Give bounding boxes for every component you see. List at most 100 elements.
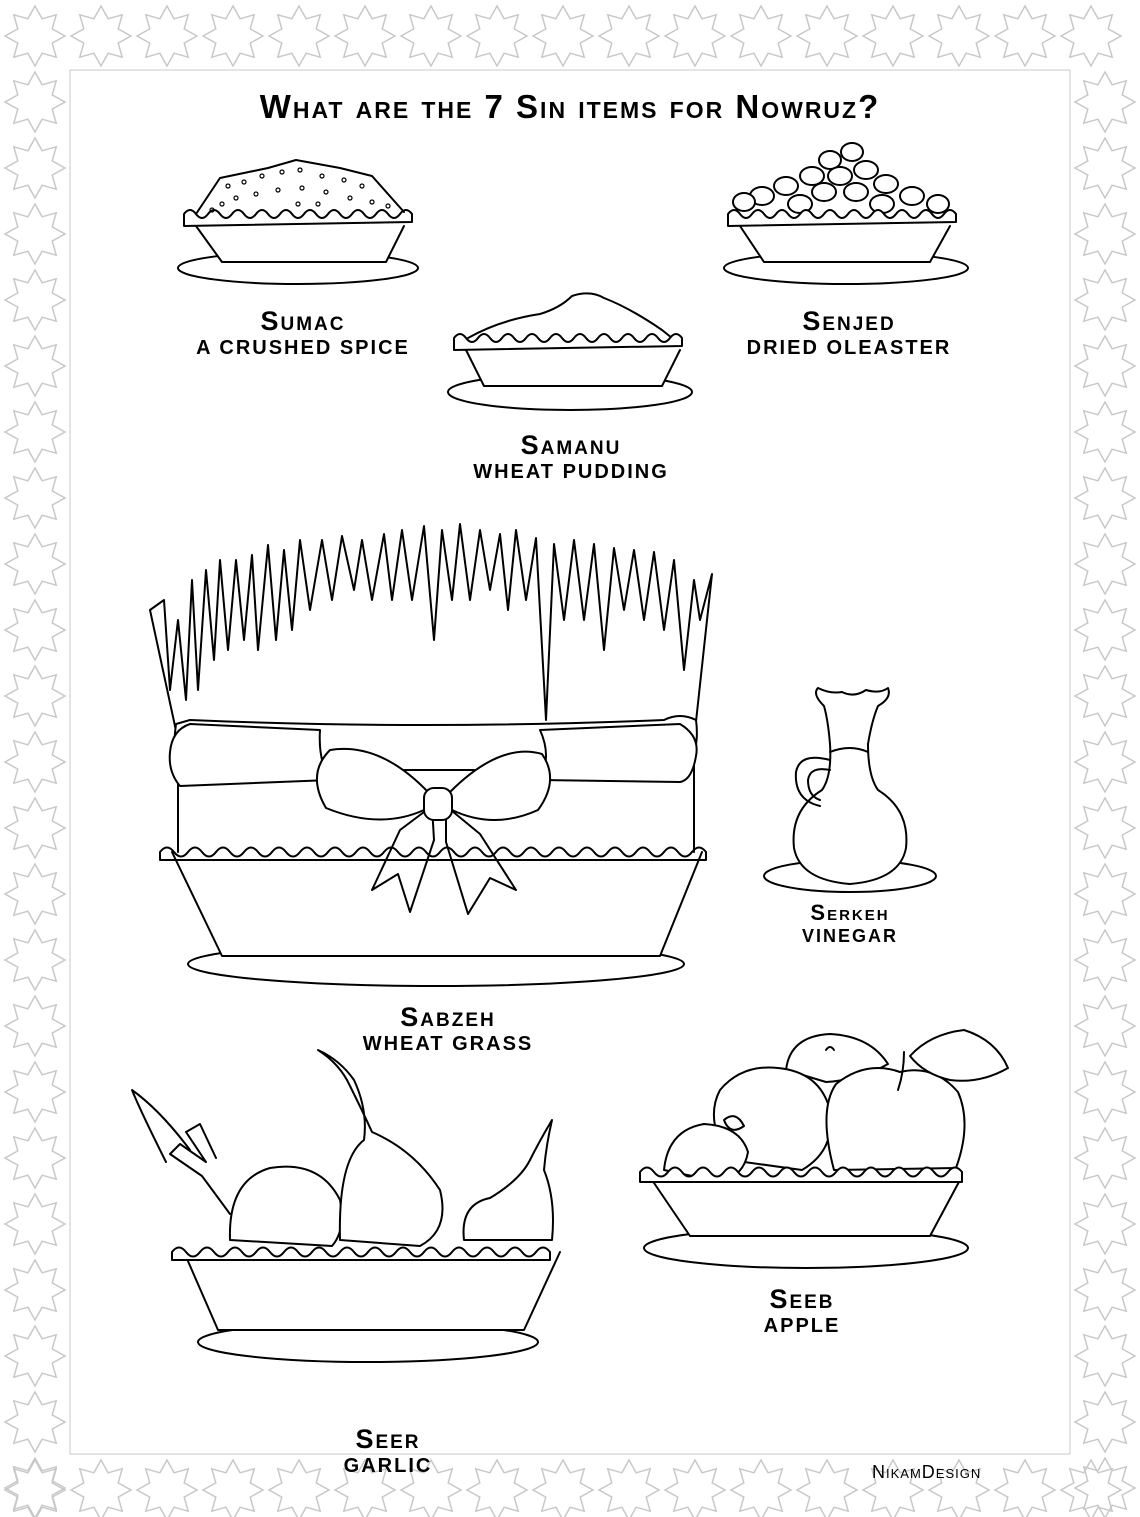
item-desc: A CRUSHED SPICE bbox=[196, 337, 410, 359]
border-star bbox=[927, 4, 991, 68]
item-desc: WHEAT PUDDING bbox=[473, 461, 669, 483]
item-label-seeb: Seeb APPLE bbox=[722, 1284, 882, 1337]
border-star bbox=[993, 1458, 1057, 1517]
border-star bbox=[1073, 1456, 1137, 1517]
border-star bbox=[993, 4, 1057, 68]
item-desc: APPLE bbox=[763, 1315, 841, 1337]
border-star bbox=[1073, 730, 1137, 794]
border-star bbox=[1059, 1458, 1123, 1517]
border-star bbox=[861, 4, 925, 68]
item-label-samanu: Samanu WHEAT PUDDING bbox=[446, 432, 696, 483]
item-label-senjed: Senjed DRIED OLEASTER bbox=[724, 306, 974, 359]
wheat-grass-basket-icon bbox=[149, 523, 713, 987]
border-star bbox=[333, 1458, 397, 1517]
border-frame bbox=[69, 69, 1071, 1455]
credit-signature: NikamDesign bbox=[872, 1462, 982, 1482]
border-star bbox=[1073, 1258, 1137, 1322]
border-star bbox=[795, 1458, 859, 1517]
border-star bbox=[1073, 334, 1137, 398]
border-star bbox=[1059, 4, 1123, 68]
border-star bbox=[1073, 1324, 1137, 1388]
border-star bbox=[3, 1324, 67, 1388]
border-star bbox=[1073, 1390, 1137, 1454]
border-star bbox=[3, 202, 67, 266]
item-label-seer: Seer GARLIC bbox=[308, 1424, 468, 1477]
border-star bbox=[267, 4, 331, 68]
border-star bbox=[3, 70, 67, 134]
border-star bbox=[3, 928, 67, 992]
border-star bbox=[1073, 268, 1137, 332]
border-star bbox=[3, 466, 67, 530]
item-name: Seeb bbox=[769, 1284, 835, 1314]
item-name: Sumac bbox=[260, 306, 346, 336]
senjed-bowl-icon bbox=[723, 142, 969, 285]
item-desc: DRIED OLEASTER bbox=[746, 337, 952, 359]
border-star bbox=[597, 1458, 661, 1517]
item-label-sumac: Sumac A CRUSHED SPICE bbox=[178, 306, 428, 359]
border-star bbox=[465, 4, 529, 68]
item-name: Sabzeh bbox=[400, 1002, 496, 1032]
border-star bbox=[69, 4, 133, 68]
border-star bbox=[1073, 928, 1137, 992]
border-star bbox=[399, 4, 463, 68]
samanu-bowl-icon bbox=[447, 292, 693, 411]
border-star bbox=[3, 1060, 67, 1124]
border-star bbox=[3, 730, 67, 794]
border-star bbox=[1073, 400, 1137, 464]
border-star bbox=[1073, 202, 1137, 266]
border-star bbox=[531, 1458, 595, 1517]
border-star bbox=[729, 1458, 793, 1517]
border-star bbox=[3, 1258, 67, 1322]
border-star bbox=[1073, 532, 1137, 596]
border-star bbox=[1073, 136, 1137, 200]
border-star bbox=[3, 4, 67, 68]
border-star bbox=[1073, 994, 1137, 1058]
border-star bbox=[927, 1458, 991, 1517]
border-star bbox=[531, 4, 595, 68]
border-star bbox=[333, 4, 397, 68]
item-name: Seer bbox=[355, 1424, 421, 1454]
item-desc: GARLIC bbox=[343, 1455, 433, 1477]
item-desc: VINEGAR bbox=[801, 926, 898, 946]
border-star bbox=[1073, 1192, 1137, 1256]
border-star bbox=[3, 994, 67, 1058]
border-star bbox=[861, 1458, 925, 1517]
border-star bbox=[1073, 664, 1137, 728]
border-star bbox=[1073, 862, 1137, 926]
border-star bbox=[3, 1390, 67, 1454]
border-star bbox=[69, 1458, 133, 1517]
border-star bbox=[795, 4, 859, 68]
border-star bbox=[1073, 1126, 1137, 1190]
border-star bbox=[1073, 70, 1137, 134]
page-title: What are the 7 Sin items for Nowruz? bbox=[259, 88, 881, 125]
border-star bbox=[3, 664, 67, 728]
border-star bbox=[201, 1458, 265, 1517]
item-desc: WHEAT GRASS bbox=[362, 1033, 534, 1055]
item-label-serkeh: Serkeh VINEGAR bbox=[760, 900, 940, 946]
border-star bbox=[3, 334, 67, 398]
item-name: Senjed bbox=[802, 306, 896, 336]
border-star bbox=[597, 4, 661, 68]
border-star bbox=[399, 1458, 463, 1517]
border-star bbox=[3, 532, 67, 596]
item-name: Serkeh bbox=[810, 900, 890, 925]
border-star bbox=[3, 796, 67, 860]
border-star bbox=[1073, 796, 1137, 860]
garlic-bowl-icon bbox=[131, 1049, 561, 1363]
sumac-bowl-icon bbox=[177, 159, 419, 285]
border-star bbox=[3, 136, 67, 200]
vinegar-bottle-icon bbox=[763, 687, 937, 893]
item-label-sabzeh: Sabzeh WHEAT GRASS bbox=[318, 1002, 578, 1055]
border-star bbox=[135, 1458, 199, 1517]
border-star bbox=[729, 4, 793, 68]
border-star bbox=[3, 598, 67, 662]
border-star bbox=[3, 400, 67, 464]
border-star bbox=[1073, 466, 1137, 530]
border-star bbox=[3, 862, 67, 926]
border-star bbox=[3, 1126, 67, 1190]
border-star bbox=[465, 1458, 529, 1517]
border-star bbox=[1073, 598, 1137, 662]
border-star bbox=[663, 1458, 727, 1517]
